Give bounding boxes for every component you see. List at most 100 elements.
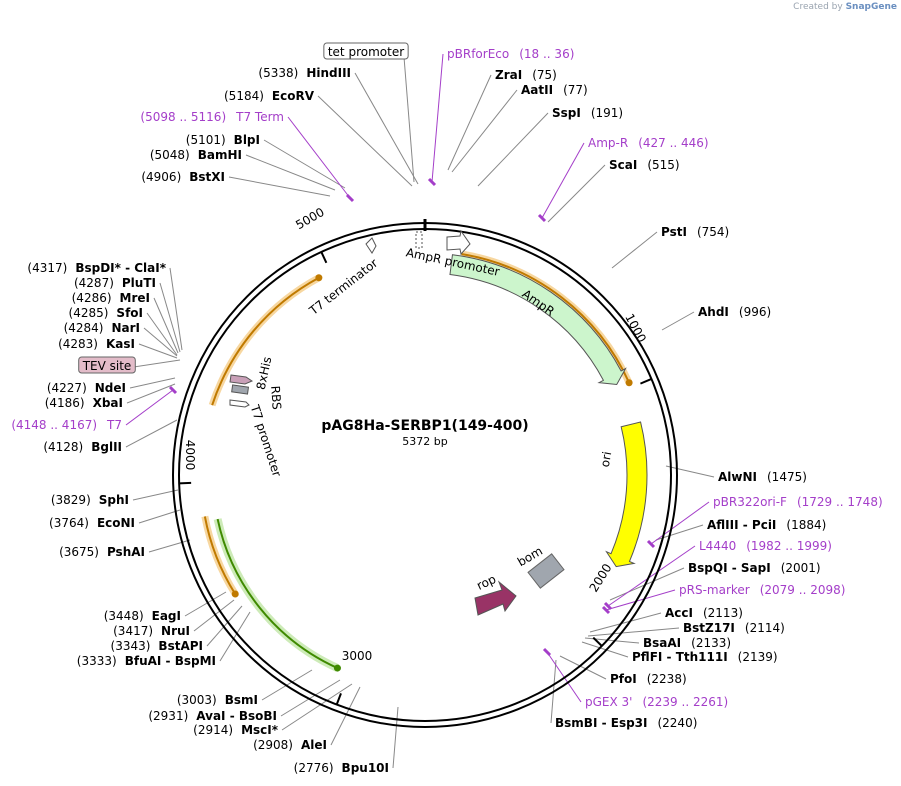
site-position: (2001) bbox=[781, 561, 821, 575]
t7-terminator-label: T7 terminator bbox=[306, 256, 381, 319]
site-position: (5338) bbox=[258, 66, 298, 80]
site-position: (3764) bbox=[49, 516, 89, 530]
primer-mark bbox=[168, 385, 178, 395]
site-econi: EcoNI bbox=[97, 516, 135, 530]
primer-range: (4148 .. 4167) bbox=[11, 418, 97, 432]
bom-feature-box bbox=[527, 553, 565, 589]
site-position: (5101) bbox=[186, 133, 226, 147]
site-pluti: PluTI bbox=[122, 276, 156, 290]
site-position: (3675) bbox=[59, 545, 99, 559]
tet-fragment bbox=[415, 231, 423, 249]
site-bpu10i: Bpu10I bbox=[342, 761, 389, 775]
snapgene-logo-text: SnapGene bbox=[845, 2, 897, 12]
site-aatii: AatII bbox=[521, 83, 553, 97]
site-xbai: XbaI bbox=[93, 396, 123, 410]
site-leader bbox=[193, 599, 235, 632]
primer-t7-term: T7 Term bbox=[235, 110, 284, 124]
site-leader bbox=[477, 112, 549, 187]
site-leader bbox=[138, 343, 178, 359]
tick-mark bbox=[640, 378, 652, 385]
site-leader bbox=[609, 567, 685, 601]
site-bsmi: BsmI bbox=[225, 693, 258, 707]
site-avai-bsobi: AvaI - BsoBI bbox=[196, 709, 277, 723]
site-leader bbox=[447, 74, 492, 171]
site-leader bbox=[581, 641, 629, 658]
site-bamhi: BamHI bbox=[198, 148, 242, 162]
tick-label: 5000 bbox=[293, 205, 326, 232]
site-leader bbox=[159, 282, 181, 353]
site-position: (4186) bbox=[45, 396, 85, 410]
site-sspi: SspI bbox=[552, 106, 581, 120]
orf-arc bbox=[461, 253, 631, 384]
boxed-label-tet-promoter: tet promoter bbox=[328, 45, 404, 59]
site-msci: MscI* bbox=[241, 723, 279, 737]
site-sphi: SphI bbox=[99, 493, 129, 507]
rop-label: rop bbox=[474, 572, 498, 593]
green-arc-arrowhead bbox=[333, 664, 341, 672]
site-leader bbox=[148, 539, 191, 553]
site-bfuai-bspmi: BfuAI - BspMI bbox=[125, 654, 216, 668]
boxed-label-frame bbox=[323, 42, 409, 60]
site-position: (1884) bbox=[786, 518, 826, 532]
site-position: (3448) bbox=[104, 609, 144, 623]
rbs-label: RBS bbox=[268, 385, 284, 410]
site-position: (2240) bbox=[657, 716, 697, 730]
site-position: (3343) bbox=[111, 639, 151, 653]
site-leader bbox=[559, 655, 607, 680]
primer-mark bbox=[542, 647, 552, 657]
primer-range: (427 .. 446) bbox=[638, 136, 708, 150]
site-position: (3417) bbox=[113, 624, 153, 638]
t7-promoter-arrow bbox=[229, 399, 250, 408]
site-leader bbox=[184, 591, 227, 617]
plasmid-size: 5372 bp bbox=[402, 435, 447, 448]
tick-label: 2000 bbox=[587, 561, 615, 594]
site-position: (2776) bbox=[294, 761, 334, 775]
site-leader bbox=[219, 611, 251, 662]
site-leader bbox=[143, 327, 178, 357]
site-leader bbox=[129, 377, 176, 389]
orf-arrowhead bbox=[625, 379, 633, 387]
site-position: (2238) bbox=[647, 672, 687, 686]
site-position: (77) bbox=[563, 83, 588, 97]
site-leader bbox=[547, 164, 606, 223]
site-leader bbox=[263, 139, 346, 189]
primer-l4440: L4440 bbox=[699, 539, 736, 553]
site-pfoi: PfoI bbox=[610, 672, 637, 686]
site-position: (2113) bbox=[703, 606, 743, 620]
primer-mark bbox=[345, 193, 355, 203]
primer-range: (1729 .. 1748) bbox=[797, 495, 883, 509]
site-position: (75) bbox=[532, 68, 557, 82]
site-leader bbox=[280, 679, 341, 717]
tev-8xhis-arrow bbox=[229, 374, 254, 385]
primer-leader bbox=[125, 389, 174, 426]
site-nrui: NruI bbox=[161, 624, 190, 638]
plasmid-backbone bbox=[172, 222, 678, 728]
site-bstz17i: BstZ17I bbox=[683, 621, 735, 635]
site-mrei: MreI bbox=[120, 291, 150, 305]
site-position: (4283) bbox=[58, 337, 98, 351]
site-position: (2133) bbox=[691, 636, 731, 650]
snapgene-credit: Created by SnapGene bbox=[793, 2, 897, 12]
backbone-outer bbox=[172, 222, 678, 728]
primer-mark bbox=[601, 605, 611, 615]
primer-leader bbox=[650, 501, 710, 545]
primer-amp-r: Amp-R bbox=[588, 136, 628, 150]
8xhis-label: 8xHis bbox=[254, 355, 275, 391]
site-leader bbox=[281, 683, 353, 731]
features bbox=[229, 229, 648, 616]
ampr-promoter-arrow bbox=[446, 229, 471, 256]
site-position: (4287) bbox=[74, 276, 114, 290]
primer-leader bbox=[431, 53, 444, 183]
rbs-box bbox=[231, 384, 250, 395]
site-position: (1475) bbox=[767, 470, 807, 484]
site-bsaai: BsaAI bbox=[643, 636, 681, 650]
box-leader bbox=[403, 56, 415, 183]
site-position: (2114) bbox=[745, 621, 785, 635]
site-zrai: ZraI bbox=[495, 68, 522, 82]
site-sfoi: SfoI bbox=[116, 306, 143, 320]
site-position: (4906) bbox=[141, 170, 181, 184]
primer-range: (1982 .. 1999) bbox=[746, 539, 832, 553]
